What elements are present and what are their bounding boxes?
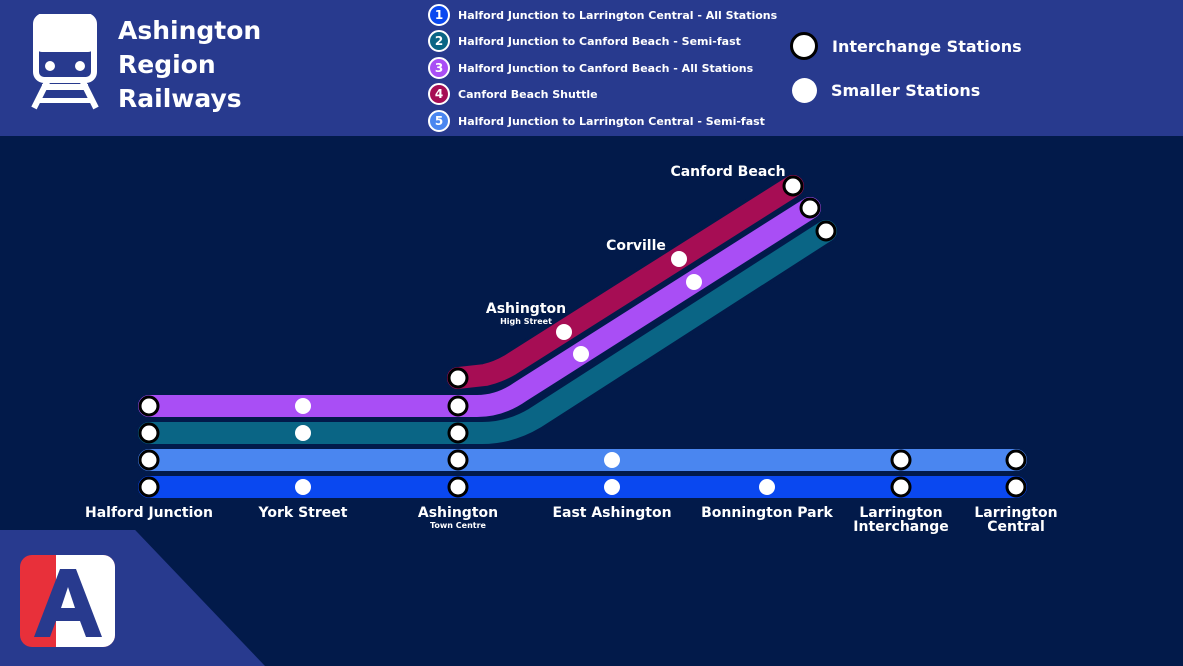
smaller-station-dot: [686, 274, 702, 290]
interchange-station-dot: [447, 367, 469, 389]
line-1-badge: 1: [428, 4, 450, 26]
legend-label: Halford Junction to Canford Beach - All …: [458, 61, 754, 75]
app-logo-icon: A: [20, 555, 115, 647]
interchange-station-dot: [782, 175, 804, 197]
interchange-station-dot: [138, 395, 160, 417]
header-bar: Ashington Region Railways 1 Halford Junc…: [0, 0, 1183, 136]
smaller-station-dot: [671, 251, 687, 267]
interchange-station-dot: [138, 476, 160, 498]
station-sublabel-high-street: High Street: [500, 317, 552, 326]
station-label-york-street: York Street: [258, 505, 348, 521]
line-4-badge: 4: [428, 83, 450, 105]
interchange-station-dot: [138, 449, 160, 471]
interchange-station-dot: [447, 395, 469, 417]
smaller-station-dot: [556, 324, 572, 340]
key-smaller: Smaller Stations: [790, 78, 980, 103]
key-interchange-label: Interchange Stations: [832, 36, 1022, 56]
smaller-station-dot: [295, 425, 311, 441]
interchange-station-dot: [890, 476, 912, 498]
station-label-larrington-interchange: Larrington: [859, 505, 942, 521]
interchange-station-dot: [890, 449, 912, 471]
line-2-badge: 2: [428, 30, 450, 52]
station-label-bonnington-park: Bonnington Park: [701, 505, 833, 521]
legend-item-line-2: 2 Halford Junction to Canford Beach - Se…: [428, 30, 741, 52]
interchange-station-dot: [815, 220, 837, 242]
station-label-halford-junction: Halford Junction: [85, 505, 213, 521]
interchange-station-dot: [1005, 449, 1027, 471]
interchange-station-dot: [1005, 476, 1027, 498]
legend-label: Halford Junction to Larrington Central -…: [458, 114, 765, 128]
smaller-station-dot: [295, 398, 311, 414]
station-label-larrington-central: Larrington: [974, 505, 1057, 521]
legend-label: Canford Beach Shuttle: [458, 87, 598, 101]
line-4-route-fill: [447, 175, 804, 389]
station-sublabel-town-centre: Town Centre: [430, 521, 487, 530]
interchange-dot-icon: [790, 32, 818, 60]
smaller-station-dot-icon: [792, 78, 817, 103]
brand-title: Ashington Region Railways: [118, 14, 261, 116]
legend-item-line-3: 3 Halford Junction to Canford Beach - Al…: [428, 57, 753, 79]
brand-line-2: Region: [118, 50, 216, 79]
station-label-ashington-town-centre: Ashington: [418, 505, 498, 521]
legend-item-line-5: 5 Halford Junction to Larrington Central…: [428, 110, 765, 132]
brand-line-3: Railways: [118, 84, 242, 113]
station-label-larrington-central-2: Central: [987, 519, 1045, 535]
smaller-station-dot: [759, 479, 775, 495]
smaller-station-dot: [573, 346, 589, 362]
station-label-larrington-interchange-2: Interchange: [853, 519, 948, 535]
smaller-station-dot: [295, 479, 311, 495]
station-label-east-ashington: East Ashington: [552, 505, 671, 521]
interchange-station-dot: [447, 422, 469, 444]
legend-item-line-4: 4 Canford Beach Shuttle: [428, 83, 598, 105]
line-3-route-fill: [138, 197, 821, 417]
line-2-route-fill: [138, 220, 837, 444]
smaller-station-dot: [604, 479, 620, 495]
station-label-corville: Corville: [606, 238, 666, 254]
interchange-station-dot: [138, 422, 160, 444]
line-5-badge: 5: [428, 110, 450, 132]
legend-item-line-1: 1 Halford Junction to Larrington Central…: [428, 4, 777, 26]
brand-line-1: Ashington: [118, 16, 262, 45]
legend-label: Halford Junction to Canford Beach - Semi…: [458, 34, 741, 48]
interchange-station-dot: [447, 476, 469, 498]
legend-label: Halford Junction to Larrington Central -…: [458, 8, 778, 22]
interchange-station-dot: [447, 449, 469, 471]
train-logo-icon: [31, 14, 99, 110]
key-smaller-label: Smaller Stations: [831, 81, 981, 100]
station-label-ashington-high-street: Ashington: [486, 301, 566, 317]
line-3-badge: 3: [428, 57, 450, 79]
key-interchange: Interchange Stations: [790, 32, 1022, 60]
station-label-canford-beach: Canford Beach: [670, 164, 785, 180]
smaller-station-dot: [604, 452, 620, 468]
interchange-station-dot: [799, 197, 821, 219]
